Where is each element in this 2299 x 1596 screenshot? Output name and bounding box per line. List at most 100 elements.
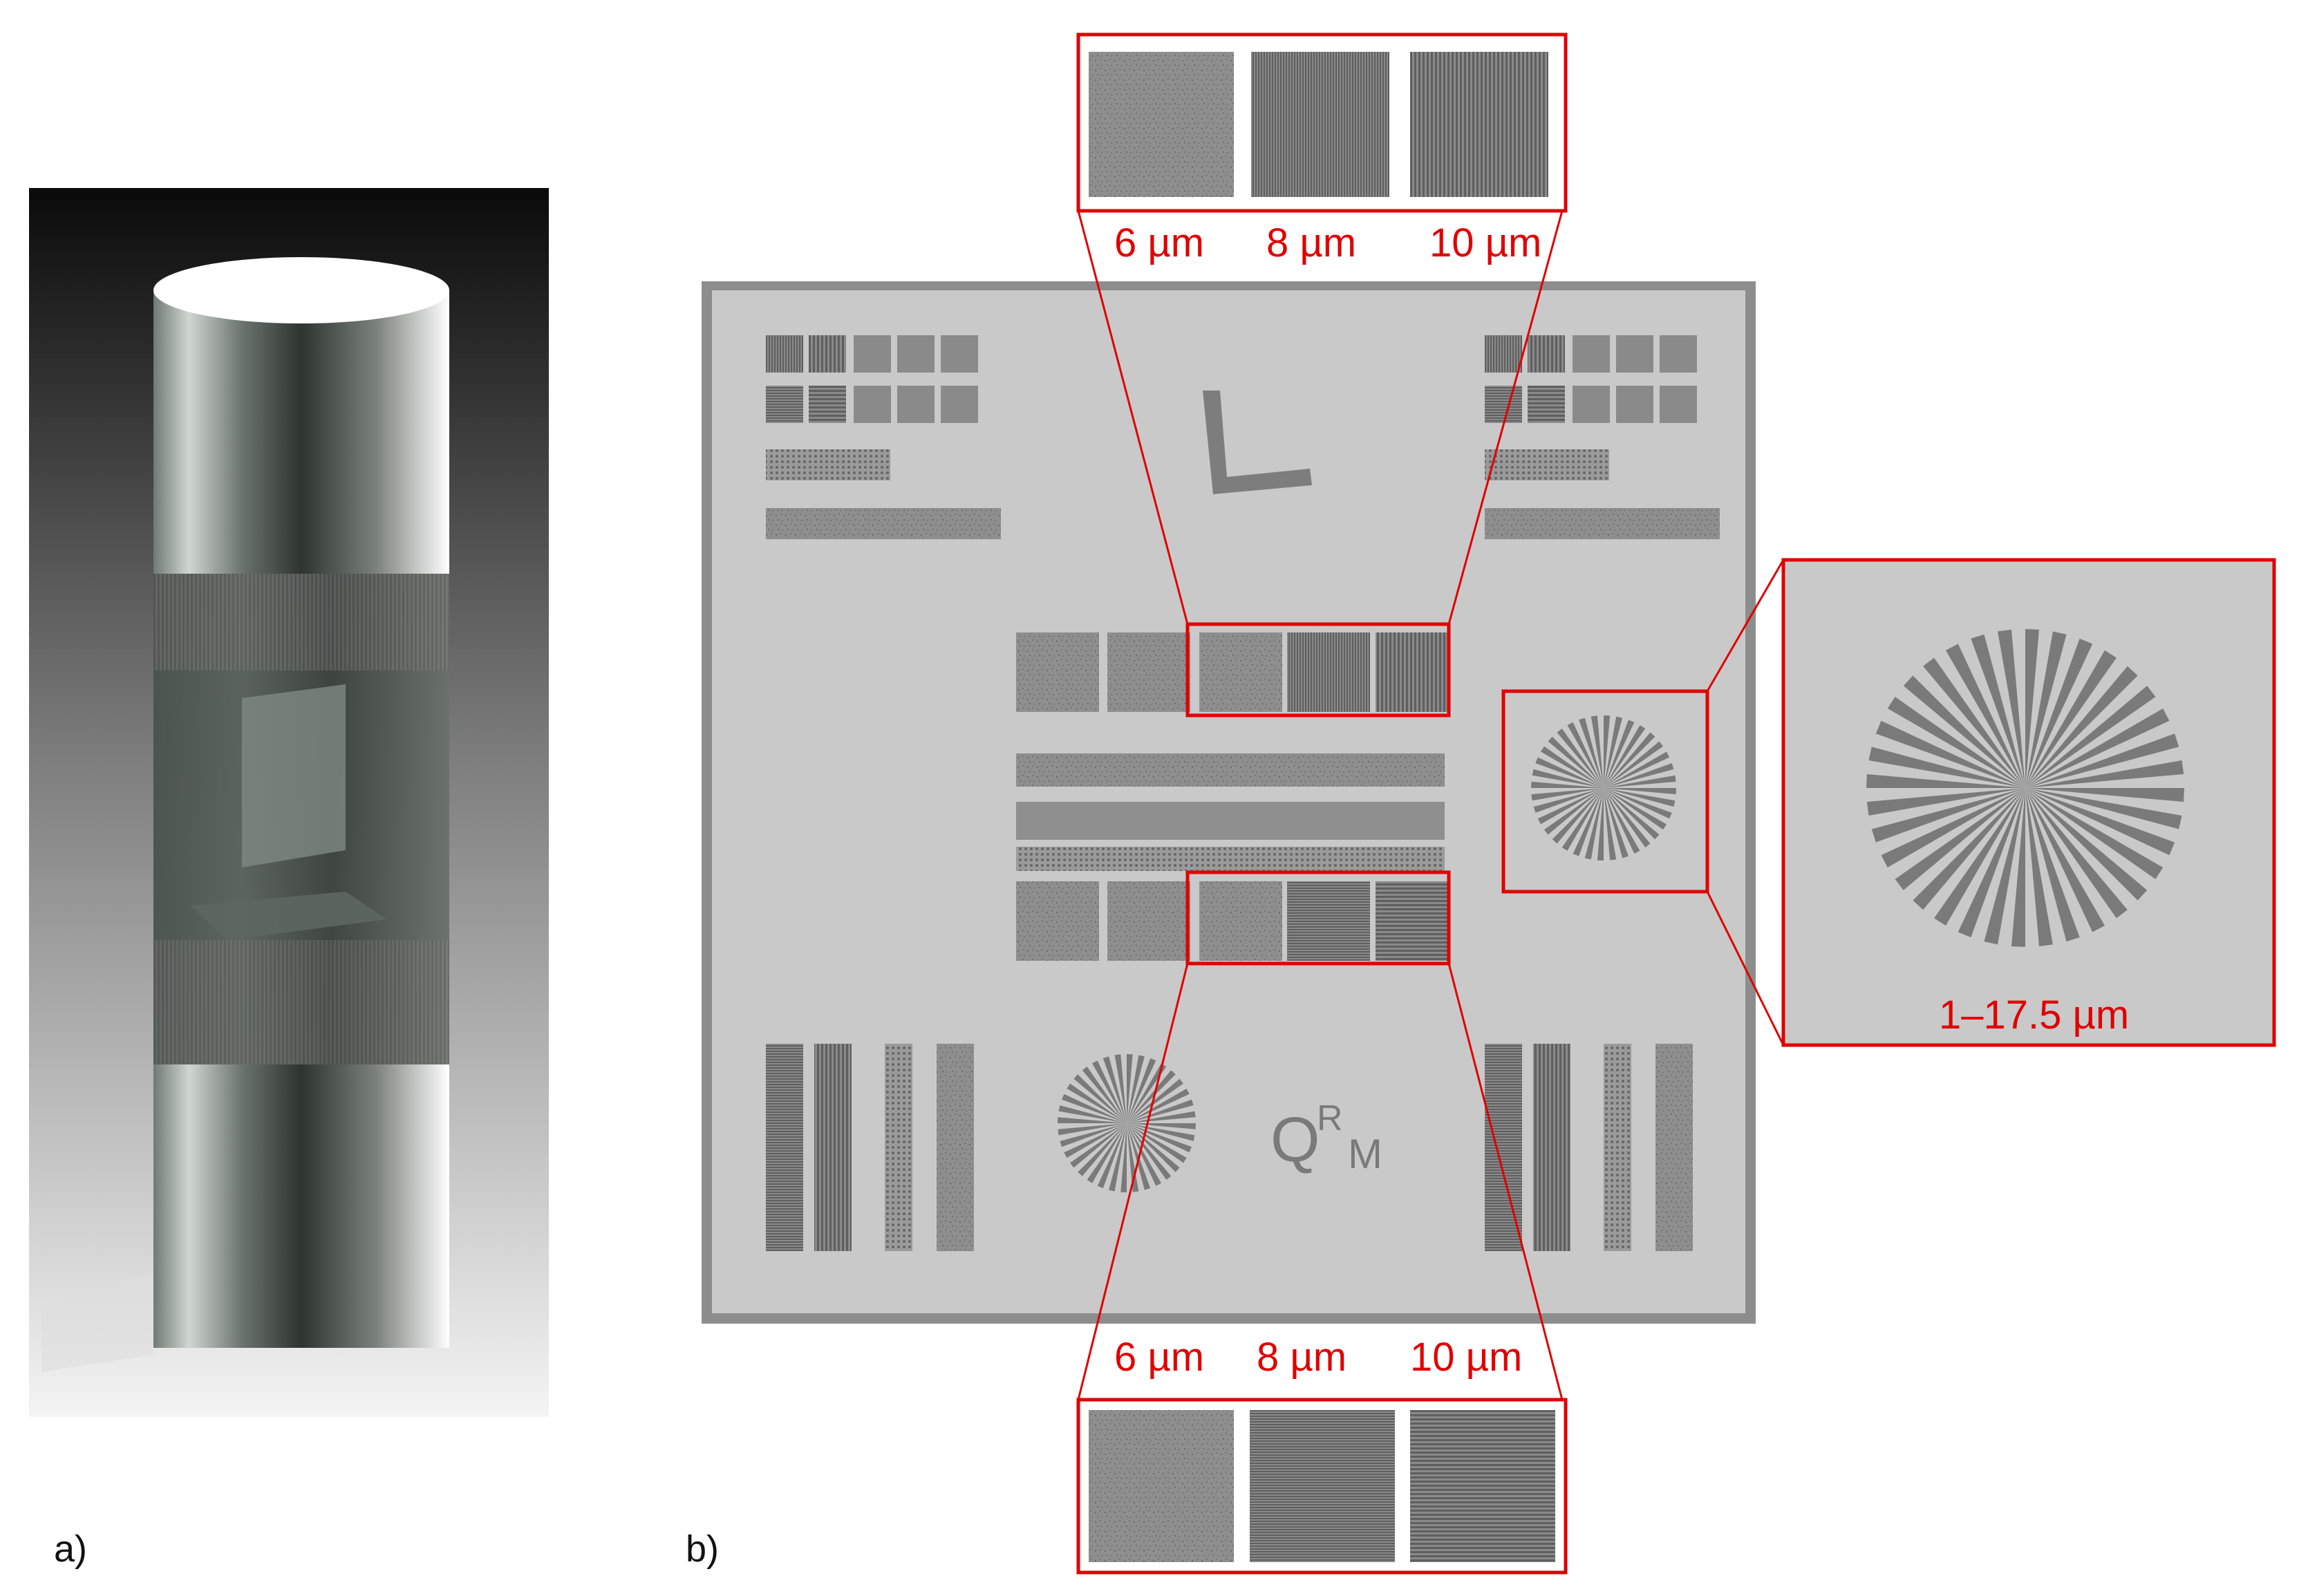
- star-spoke: [1109, 1123, 1127, 1192]
- star-spoke: [2025, 788, 2182, 829]
- star-spoke: [1532, 769, 1604, 788]
- star-spoke: [1871, 788, 2025, 843]
- star-spoke: [1127, 1078, 1183, 1123]
- star-spoke: [1579, 717, 1604, 788]
- star-spoke: [1604, 720, 1635, 788]
- star-spoke: [1895, 788, 2025, 890]
- star-spoke: [1923, 657, 2025, 788]
- zoom-box-bottom: [1076, 1398, 1568, 1575]
- zoom-box-right: [1781, 558, 2276, 1047]
- star-spoke: [1604, 716, 1623, 788]
- logo-m: M: [1348, 1131, 1382, 1177]
- connector-lines: [1077, 210, 1785, 1400]
- star-spoke: [1062, 1093, 1127, 1123]
- star-spoke: [2025, 788, 2175, 856]
- star-spoke: [1543, 788, 1604, 835]
- star-spoke: [1604, 788, 1676, 795]
- star-spoke: [2025, 788, 2105, 932]
- star-spoke: [1552, 788, 1604, 844]
- star-spoke: [1087, 1123, 1127, 1183]
- star-spoke: [1127, 1063, 1167, 1123]
- corner-patterns-bottom-right: [1485, 1044, 1693, 1251]
- star-spoke: [1604, 788, 1667, 830]
- star-spoke: [1127, 1123, 1180, 1172]
- star-spoke: [1531, 781, 1604, 788]
- star-spoke: [1866, 773, 2025, 788]
- star-spoke: [1120, 1123, 1127, 1192]
- star-spoke: [1604, 788, 1660, 840]
- star-spoke: [1537, 788, 1604, 825]
- star-spoke: [1127, 1123, 1172, 1180]
- star-spoke: [1127, 1123, 1161, 1186]
- star-spoke: [1946, 644, 2025, 788]
- zoom-box-top: [1076, 32, 1568, 213]
- star-spoke: [2025, 708, 2170, 788]
- star-spoke: [1604, 732, 1655, 788]
- star-spoke: [1604, 775, 1676, 788]
- star-spoke: [2025, 788, 2128, 919]
- star-spoke: [1127, 1123, 1187, 1163]
- star-spoke: [1584, 788, 1604, 860]
- star-spoke: [1604, 788, 1629, 858]
- star-spoke: [1998, 629, 2025, 788]
- star-spoke: [1127, 1123, 1192, 1153]
- star-spoke: [1097, 1123, 1127, 1188]
- star-spoke: [1958, 788, 2025, 938]
- star-spoke: [1604, 763, 1674, 788]
- star-spoke: [1868, 747, 2025, 788]
- star-spoke: [1934, 788, 2025, 926]
- star-spoke: [1127, 1089, 1190, 1123]
- panel-label-a: a): [54, 1528, 88, 1570]
- star-spoke: [1535, 757, 1604, 788]
- panel-label-b: b): [686, 1528, 720, 1570]
- star-spoke: [1984, 788, 2025, 945]
- star-spoke: [1597, 788, 1604, 861]
- star-spoke: [1913, 788, 2025, 910]
- star-spoke: [1604, 788, 1617, 861]
- logo-q: Q: [1270, 1105, 1320, 1175]
- corner-patterns-bottom-left: [766, 1044, 974, 1251]
- star-spoke: [1604, 751, 1670, 788]
- star-spoke: [1127, 1058, 1156, 1123]
- star-spoke: [1092, 1060, 1127, 1123]
- star-spoke: [1573, 788, 1604, 856]
- central-pattern-rows: [1016, 632, 1448, 961]
- star-spoke: [1604, 715, 1611, 788]
- star-spoke: [2025, 788, 2148, 901]
- star-spoke: [1604, 788, 1672, 819]
- star-spoke: [1127, 1055, 1145, 1123]
- star-spoke: [2025, 788, 2080, 942]
- star-spoke: [2025, 788, 2184, 802]
- star-spoke: [1533, 788, 1604, 813]
- star-spoke: [1070, 1123, 1127, 1168]
- star-spoke: [1058, 1123, 1127, 1136]
- star-spoke: [1590, 715, 1604, 788]
- star-spoke: [1531, 788, 1604, 801]
- star-spoke: [2025, 629, 2040, 788]
- star-spoke: [1127, 1070, 1176, 1123]
- star-spoke: [1082, 1067, 1127, 1123]
- zoom-top-label-10: 10 µm: [1429, 220, 1542, 265]
- zoom-bottom-label-10: 10 µm: [1410, 1335, 1523, 1380]
- star-spoke: [1567, 722, 1604, 788]
- star-spoke: [1875, 720, 2025, 788]
- panel-a-rendering: [29, 188, 549, 1417]
- star-spoke: [1866, 788, 2025, 816]
- star-spoke: [2025, 666, 2138, 788]
- star-spoke: [1604, 741, 1664, 788]
- star-spoke: [2025, 638, 2093, 788]
- star-spoke: [1548, 736, 1604, 788]
- star-spoke: [1114, 1054, 1127, 1123]
- zoom-bottom-label-6: 6 µm: [1114, 1335, 1205, 1380]
- zoom-top-label-8: 8 µm: [1266, 220, 1357, 265]
- star-spoke: [1127, 1123, 1195, 1141]
- corner-patterns-top-right: [1485, 335, 1720, 539]
- highlight-box-right: [1501, 689, 1709, 894]
- star-spoke: [1127, 1123, 1196, 1129]
- star-spoke: [1060, 1123, 1127, 1147]
- star-spoke: [1971, 634, 2025, 788]
- star-spoke: [2025, 631, 2067, 788]
- star-spoke: [1903, 675, 2025, 788]
